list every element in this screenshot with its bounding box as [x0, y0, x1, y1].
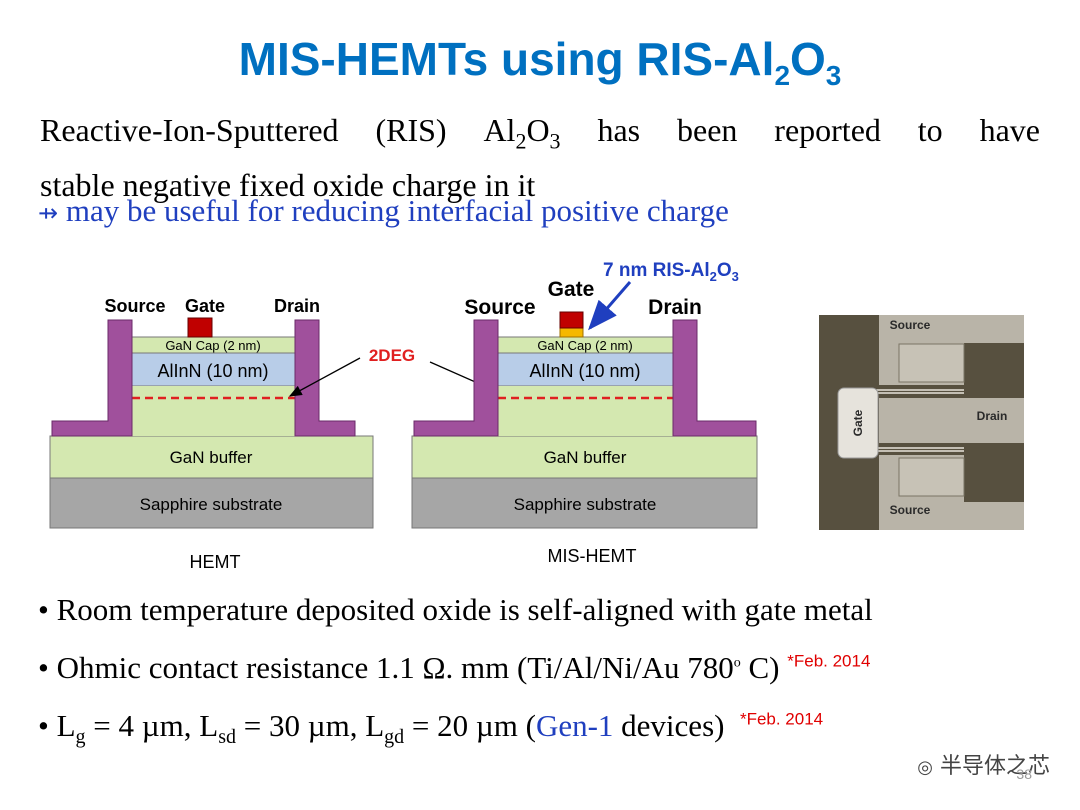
mis-oxide-layer [559, 327, 584, 338]
hemt-substrate-label: Sapphire substrate [140, 495, 283, 514]
implication-line: ⇸ may be useful for reducing interfacial… [38, 193, 729, 228]
hemt-barrier-label: AlInN (10 nm) [157, 361, 268, 381]
hemt-substrate-layer [49, 477, 374, 529]
micrograph-drain-pad [879, 398, 1024, 443]
bullet-item-1: • Room temperature deposited oxide is se… [38, 592, 873, 627]
twodeg-label: 2DEG [369, 346, 415, 365]
intro-paragraph: Reactive-Ion-Sputtered (RIS) Al2O3 has b… [40, 108, 1040, 207]
micrograph-source-top-label: Source [890, 318, 931, 332]
bullet-list: • Room temperature deposited oxide is se… [38, 592, 1048, 762]
hemt-source-label: Source [104, 296, 165, 316]
twodeg-arrow-left [288, 357, 361, 397]
mis-substrate-label: Sapphire substrate [514, 495, 657, 514]
mis-gate-label: Gate [548, 278, 595, 301]
mis-hemt-diagram: Source Gate Drain GaN Cap (2 nm) AlInN (… [411, 260, 758, 566]
intro-line-2: stable negative fixed oxide charge in it [40, 167, 536, 204]
mis-source-label: Source [464, 296, 535, 319]
mis-mesa [498, 386, 673, 436]
hemt-diagram: Source Gate Drain GaN Cap (2 nm) AlInN (… [49, 296, 374, 572]
hemt-drain-label: Drain [274, 296, 320, 316]
mis-drain-contact [672, 319, 757, 437]
micrograph-gate-label: Gate [851, 409, 865, 436]
bullet-3-note: *Feb. 2014 [739, 709, 824, 729]
mis-gate-metal [559, 311, 584, 329]
hemt-gate-metal [187, 317, 213, 338]
hemt-gate-label: Gate [185, 296, 225, 316]
hemt-source-contact [51, 319, 133, 437]
micrograph-gate-pad [837, 387, 879, 459]
hemt-caption: HEMT [190, 552, 241, 572]
hemt-mesa [132, 386, 295, 436]
device-diagrams: Source Gate Drain GaN Cap (2 nm) AlInN (… [49, 260, 1024, 572]
intro-line-1: Reactive-Ion-Sputtered (RIS) Al2O3 has b… [40, 112, 1040, 154]
mis-buffer-label: GaN buffer [544, 448, 627, 467]
bullet-2-note: *Feb. 2014 [787, 651, 871, 671]
mis-substrate-layer [411, 477, 758, 529]
wechat-icon: ◎ [917, 757, 933, 778]
hemt-buffer-label: GaN buffer [170, 448, 253, 467]
micrograph-source-bottom-label: Source [890, 503, 931, 517]
mis-cap-label: GaN Cap (2 nm) [537, 338, 632, 353]
device-micrograph: Source Drain Source Gate [819, 315, 1024, 530]
mis-source-contact [413, 319, 499, 437]
hollow-arrow-icon: ⇸ [38, 199, 59, 227]
mis-barrier-label: AlInN (10 nm) [529, 361, 640, 381]
oxide-callout-label: 7 nm RIS-Al2O3 [603, 260, 739, 284]
oxide-callout-arrow [588, 281, 632, 331]
micrograph-drain-label: Drain [977, 409, 1008, 423]
bullet-item-3: • Lg = 4 µm, Lsd = 30 µm, Lgd = 20 µm (G… [38, 708, 824, 749]
page-number: 38 [1016, 766, 1032, 782]
bullet-item-2: • Ohmic contact resistance 1.1 Ω. mm (Ti… [38, 650, 871, 685]
mis-drain-label: Drain [648, 296, 702, 319]
mis-caption: MIS-HEMT [548, 546, 637, 566]
hemt-drain-contact [294, 319, 356, 437]
mis-buffer-layer [411, 435, 758, 479]
slide-title: MIS-HEMTs using RIS-Al2O3 [238, 33, 842, 92]
watermark: ◎ 半导体之芯 [917, 754, 1050, 779]
hemt-cap-label: GaN Cap (2 nm) [165, 338, 260, 353]
